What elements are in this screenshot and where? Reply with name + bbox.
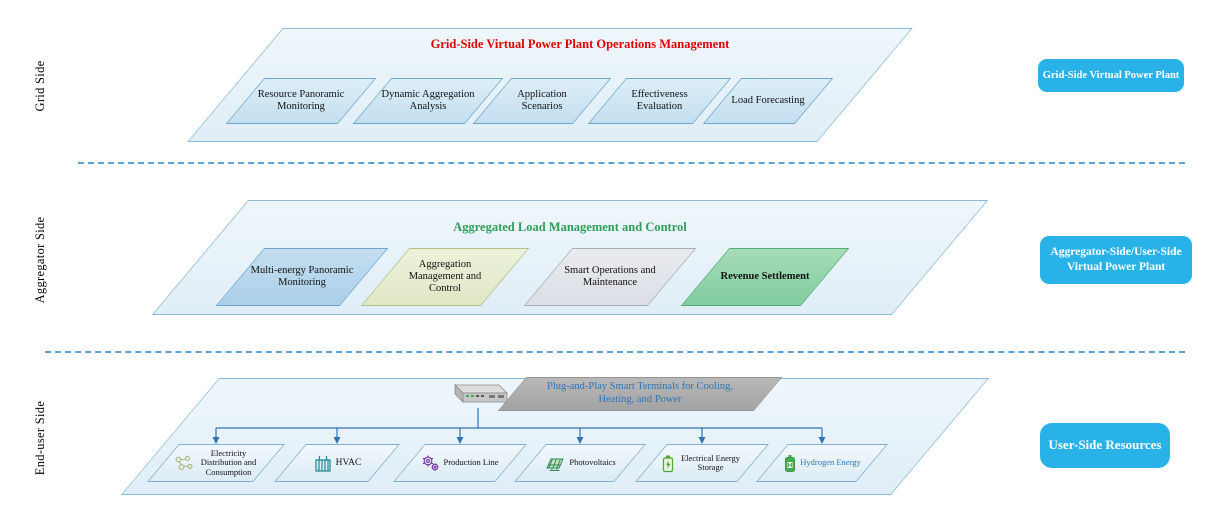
grid-box-label: Load Forecasting xyxy=(731,94,805,106)
grid-side-label: Grid Side xyxy=(33,60,47,112)
grid-box-resource-monitoring: Resource Panoramic Monitoring xyxy=(225,78,377,124)
resource-label: Photovoltaics xyxy=(569,457,616,468)
separator-line-2 xyxy=(45,351,1185,353)
resource-hvac: HVAC xyxy=(274,444,400,482)
agg-box-revenue-settlement: Revenue Settlement xyxy=(680,248,850,306)
grid-box-label: Resource Panoramic Monitoring xyxy=(257,88,345,112)
hvac-icon xyxy=(315,455,331,472)
grid-box-label: Effectiveness Evaluation xyxy=(631,88,688,112)
separator-line-1 xyxy=(78,162,1185,164)
grid-box-application-scenarios: Application Scenarios xyxy=(472,78,612,124)
enduser-side-label: End-user Side xyxy=(33,400,47,476)
production-line-icon xyxy=(423,455,439,471)
smart-terminal-banner: Plug-and-Play Smart Terminals for Coolin… xyxy=(497,377,783,411)
agg-box-smart-operations: Smart Operations and Maintenance xyxy=(523,248,697,306)
resource-photovoltaics: Photovoltaics xyxy=(514,444,646,482)
agg-box-label: Smart Operations and Maintenance xyxy=(564,264,656,288)
grid-box-load-forecasting: Load Forecasting xyxy=(702,78,834,124)
tag-grid-side-vpp: Grid-Side Virtual Power Plant xyxy=(1038,59,1184,92)
aggregator-side-label: Aggregator Side xyxy=(33,216,47,304)
electricity-distribution-icon xyxy=(175,456,193,470)
resource-electricity-distribution: Electricity Distribution and Consumption xyxy=(147,444,285,482)
hydrogen-icon xyxy=(785,454,796,472)
resource-production-line: Production Line xyxy=(393,444,527,482)
agg-box-label: Aggregation Management and Control xyxy=(408,258,482,295)
agg-box-label: Revenue Settlement xyxy=(720,270,810,282)
tag-aggregator-user-side-vpp: Aggregator-Side/User-Side Virtual Power … xyxy=(1040,236,1192,284)
agg-box-label: Multi-energy Panoramic Monitoring xyxy=(250,264,354,288)
photovoltaics-icon xyxy=(546,458,565,471)
resource-label: Hydrogen Energy xyxy=(800,457,861,468)
resource-electrical-energy-storage: Electrical Energy Storage xyxy=(635,444,769,482)
grid-box-dynamic-aggregation: Dynamic Aggregation Analysis xyxy=(352,78,504,124)
resource-label: Electrical Energy Storage xyxy=(680,452,741,472)
agg-box-multi-energy-monitoring: Multi-energy Panoramic Monitoring xyxy=(215,248,389,306)
terminal-banner-label: Plug-and-Play Smart Terminals for Coolin… xyxy=(546,381,733,405)
resource-label: Electricity Distribution and Consumption xyxy=(200,447,257,477)
grid-plane-title: Grid-Side Virtual Power Plant Operations… xyxy=(430,37,730,51)
agg-box-aggregation-management: Aggregation Management and Control xyxy=(360,248,530,306)
grid-box-label: Application Scenarios xyxy=(517,88,567,112)
network-switch-icon xyxy=(454,384,508,403)
energy-storage-icon xyxy=(662,455,674,472)
tag-user-side-resources: User-Side Resources xyxy=(1040,423,1170,468)
grid-box-label: Dynamic Aggregation Analysis xyxy=(381,88,475,112)
resource-hydrogen-energy: Hydrogen Energy xyxy=(756,444,888,482)
aggregator-plane-title: Aggregated Load Management and Control xyxy=(453,220,687,234)
resource-label: HVAC xyxy=(335,457,362,468)
grid-box-effectiveness-evaluation: Effectiveness Evaluation xyxy=(587,78,732,124)
resource-label: Production Line xyxy=(443,457,499,468)
